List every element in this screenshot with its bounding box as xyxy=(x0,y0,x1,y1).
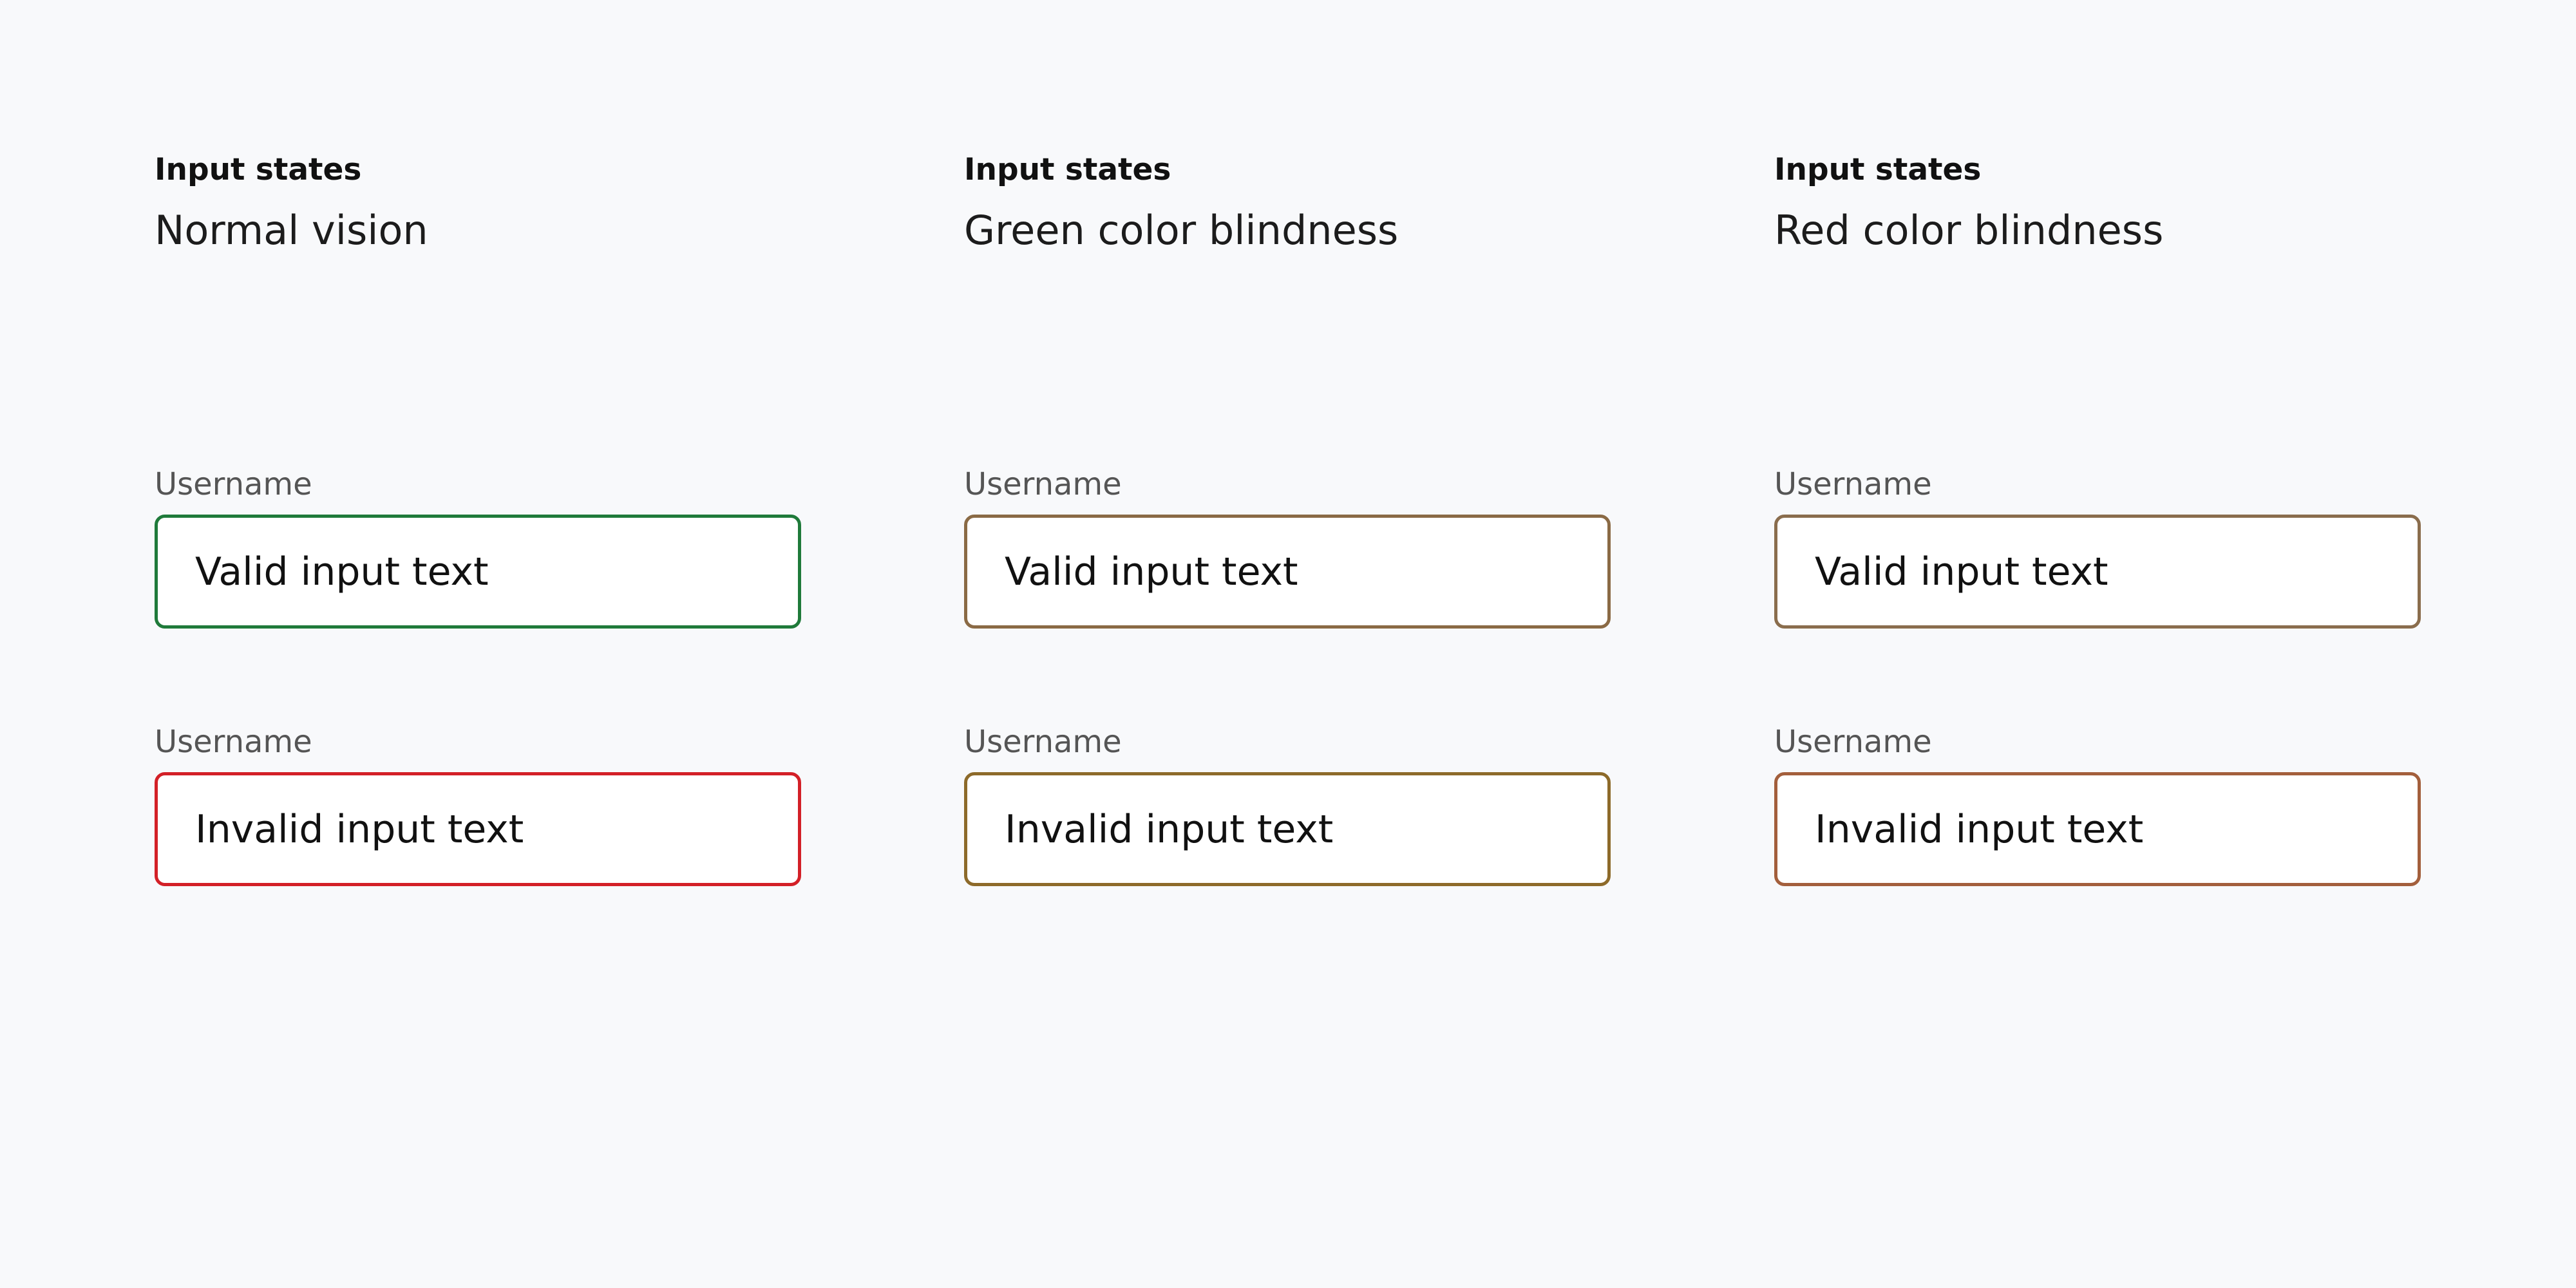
username-input-valid[interactable] xyxy=(1774,515,2421,629)
section-subtitle: Normal vision xyxy=(155,207,428,254)
column-red-color-blindness: Input states Red color blindness Usernam… xyxy=(1774,0,2425,1288)
username-input-invalid[interactable] xyxy=(155,772,801,886)
column-green-color-blindness: Input states Green color blindness Usern… xyxy=(964,0,1615,1288)
username-input-invalid[interactable] xyxy=(1774,772,2421,886)
username-input-valid[interactable] xyxy=(155,515,801,629)
username-label-valid: Username xyxy=(155,466,312,502)
username-label-invalid: Username xyxy=(964,724,1122,760)
section-eyebrow: Input states xyxy=(964,152,1171,187)
username-label-invalid: Username xyxy=(155,724,312,760)
username-label-valid: Username xyxy=(964,466,1122,502)
section-eyebrow: Input states xyxy=(155,152,362,187)
username-input-invalid[interactable] xyxy=(964,772,1611,886)
username-label-valid: Username xyxy=(1774,466,1932,502)
column-normal-vision: Input states Normal vision Username User… xyxy=(155,0,805,1288)
username-label-invalid: Username xyxy=(1774,724,1932,760)
username-input-valid[interactable] xyxy=(964,515,1611,629)
section-eyebrow: Input states xyxy=(1774,152,1982,187)
section-subtitle: Green color blindness xyxy=(964,207,1399,254)
section-subtitle: Red color blindness xyxy=(1774,207,2164,254)
